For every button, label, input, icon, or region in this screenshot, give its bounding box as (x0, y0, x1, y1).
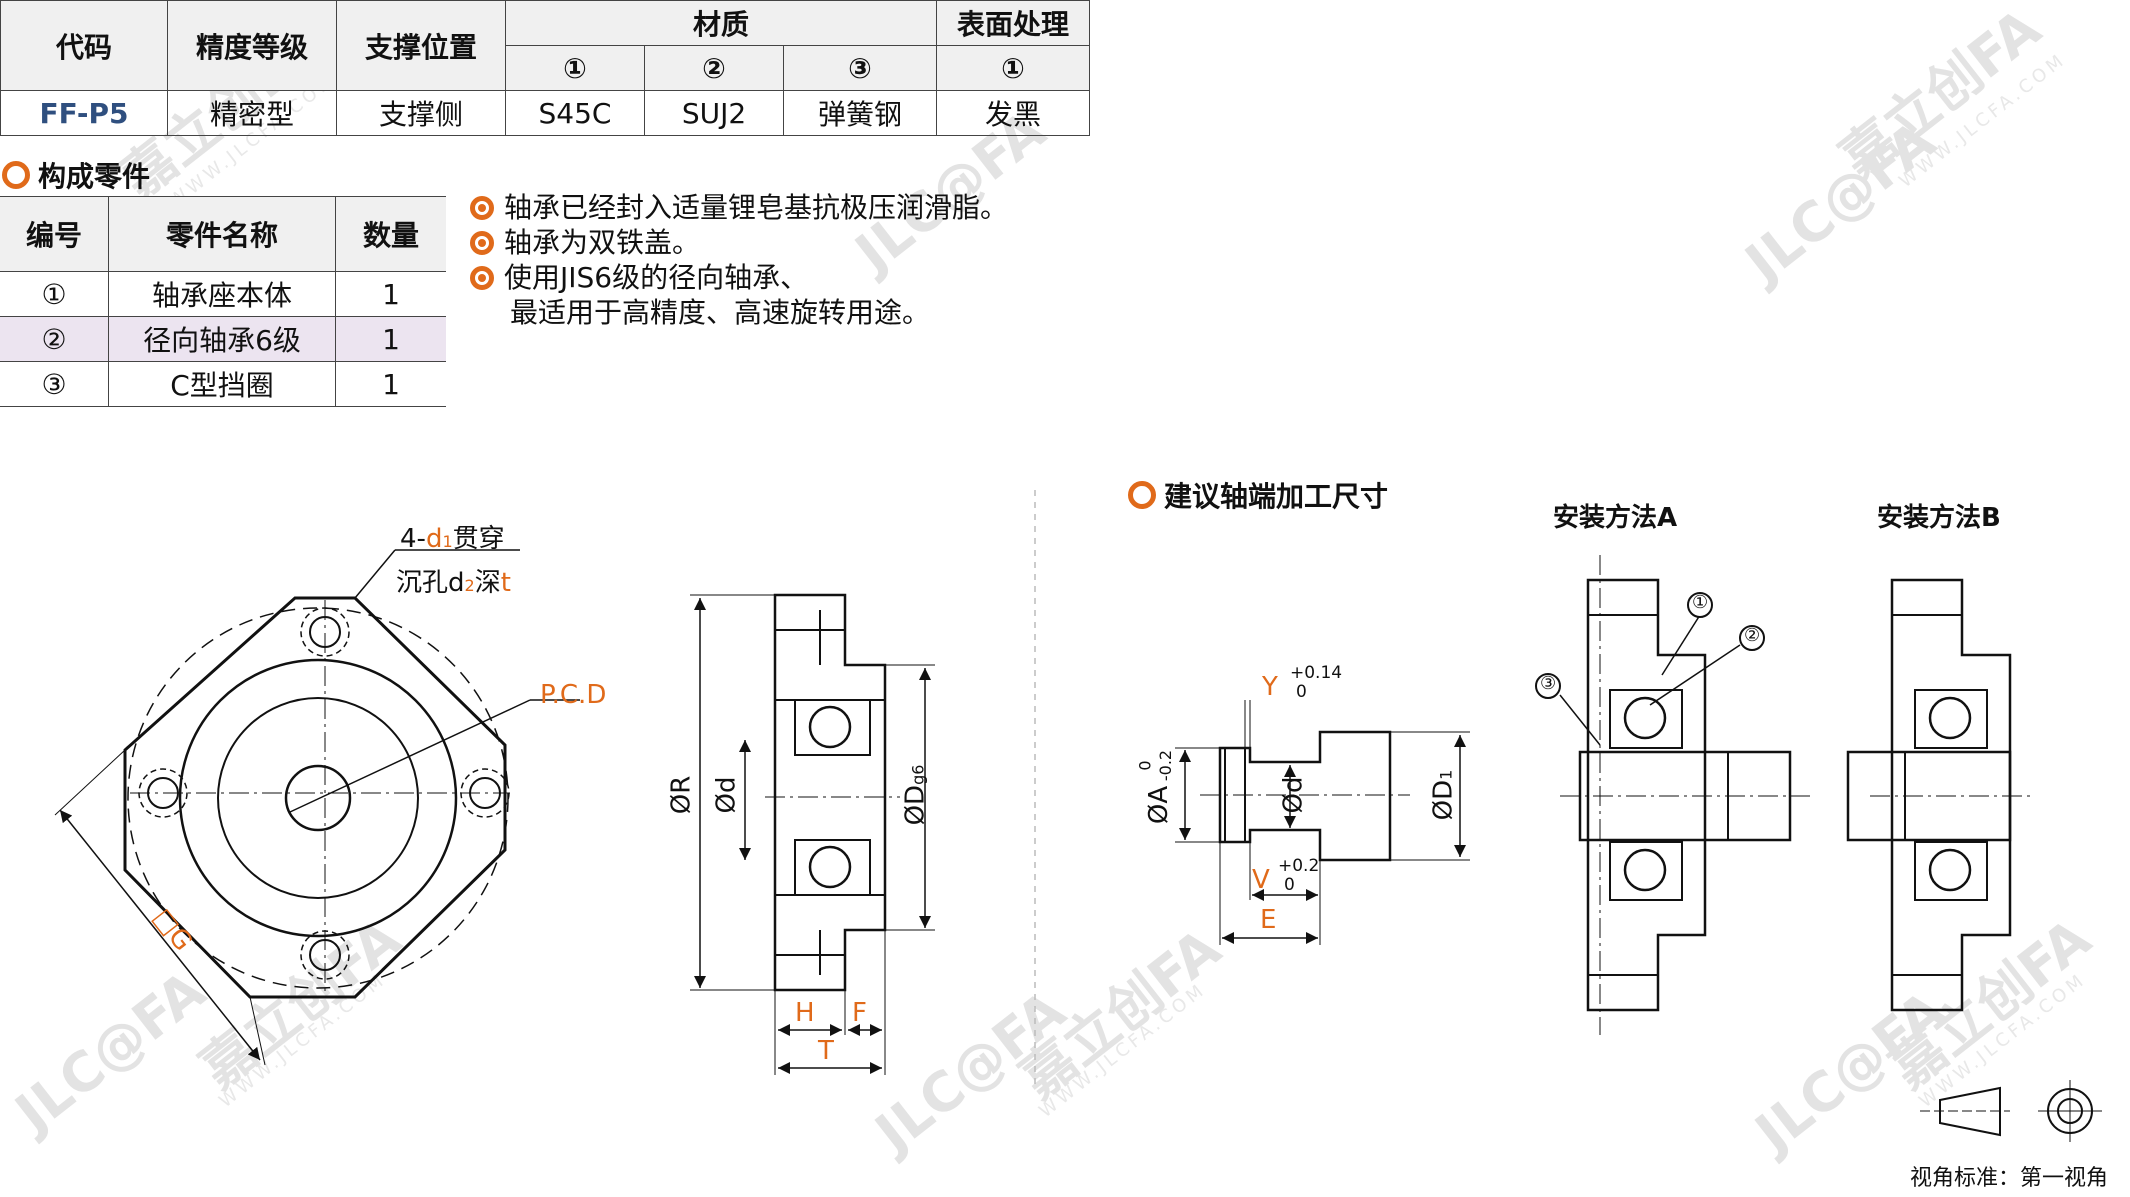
note-item: 轴承为双铁盖。 (470, 225, 1008, 260)
cell-code: FF-P5 (0, 90, 168, 136)
header-material: 材质 (505, 0, 937, 46)
header-code: 代码 (0, 0, 168, 91)
header-mat-2: ② (644, 45, 784, 91)
callout-3: ③ (1540, 673, 1557, 694)
header-mat-3: ③ (783, 45, 937, 91)
a-tol-upper: 0 (1135, 760, 1155, 771)
bullet-icon (470, 195, 494, 220)
cell-mat3: 弹簧钢 (783, 90, 937, 136)
parts-table: 编号 零件名称 数量 ① 轴承座本体 1 ② 径向轴承6级 1 ③ C型挡圈 1 (0, 196, 446, 407)
flange-outline (123, 596, 507, 999)
note-item: 使用JIS6级的径向轴承、 (470, 260, 1008, 295)
method-b-title: 安装方法B (1877, 503, 2001, 533)
header-surf-1: ① (936, 45, 1090, 91)
dia-a-label: ØA (1144, 785, 1175, 825)
parts-header-name: 零件名称 (108, 196, 336, 272)
cell-support: 支撑侧 (336, 90, 506, 136)
method-a-title: 安装方法A (1553, 503, 1678, 533)
counterbore-label: 沉孔d2深t (396, 568, 511, 598)
cell-surface: 发黑 (936, 90, 1090, 136)
parts-header-qty: 数量 (335, 196, 446, 272)
t-label: T (818, 1036, 834, 1066)
shaft-section-title: 建议轴端加工尺寸 (1128, 475, 1388, 515)
h-label: H (795, 998, 815, 1028)
y-tol-upper: +0.14 (1290, 663, 1343, 683)
header-surface: 表面处理 (936, 0, 1090, 46)
pcd-label: P.C.D (540, 680, 607, 710)
v-tol-upper: +0.2 (1278, 856, 1320, 876)
bore-circle (284, 764, 352, 832)
y-tol-lower: 0 (1296, 682, 1307, 702)
note-item: 最适用于高精度、高速旋转用途。 (510, 296, 931, 329)
table-row: ③ C型挡圈 1 (0, 361, 446, 407)
f-label: F (852, 998, 867, 1028)
table-row: ② 径向轴承6级 1 (0, 316, 446, 362)
a-tol-lower: -0.2 (1156, 749, 1176, 782)
ring-icon (1128, 481, 1156, 509)
e-label: E (1260, 905, 1277, 935)
cell-precision: 精密型 (167, 90, 337, 136)
v-label: V (1252, 865, 1270, 895)
header-mat-1: ① (505, 45, 645, 91)
projection-icon (1939, 1086, 2001, 1137)
bearing-bottom (794, 839, 871, 896)
holes-label: 4-d1贯穿 (400, 524, 505, 554)
method-b-housing (1890, 578, 2012, 1012)
cell-mat2: SUJ2 (644, 90, 784, 136)
shaft-dia-d-label: Ød (1278, 776, 1309, 814)
side-view-body (773, 593, 887, 992)
cell-mat1: S45C (505, 90, 645, 136)
dia-d1-label: ØD1 (1428, 769, 1459, 821)
bearing-top (794, 699, 871, 756)
dia-d-label: Ød (711, 776, 742, 814)
dia-dg6-label: ØDg6 (900, 764, 931, 826)
ring-icon (2, 161, 30, 189)
note-item: 轴承已经封入适量锂皂基抗极压润滑脂。 (470, 190, 1008, 225)
table-row: ① 轴承座本体 1 (0, 271, 446, 317)
callout-2: ② (1744, 625, 1761, 646)
notes-list: 轴承已经封入适量锂皂基抗极压润滑脂。 轴承为双铁盖。 使用JIS6级的径向轴承、… (470, 190, 1008, 330)
dia-r-label: ØR (666, 775, 697, 815)
bullet-icon (470, 230, 494, 255)
method-a-housing (1586, 578, 1707, 1012)
spec-table: 代码 精度等级 支撑位置 材质 表面处理 ① ② ③ ① FF-P5 精密型 支… (0, 0, 1090, 136)
projection-standard: 视角标准：第一视角 (1910, 1166, 2109, 1191)
v-tol-lower: 0 (1284, 875, 1295, 895)
body-circle-outer (178, 658, 458, 938)
parts-header-no: 编号 (0, 196, 109, 272)
body-circle-inner (217, 697, 419, 899)
parts-section-title: 构成零件 (2, 155, 150, 195)
y-label: Y (1262, 672, 1278, 702)
callout-1: ① (1692, 592, 1709, 613)
bullet-icon (470, 265, 494, 290)
